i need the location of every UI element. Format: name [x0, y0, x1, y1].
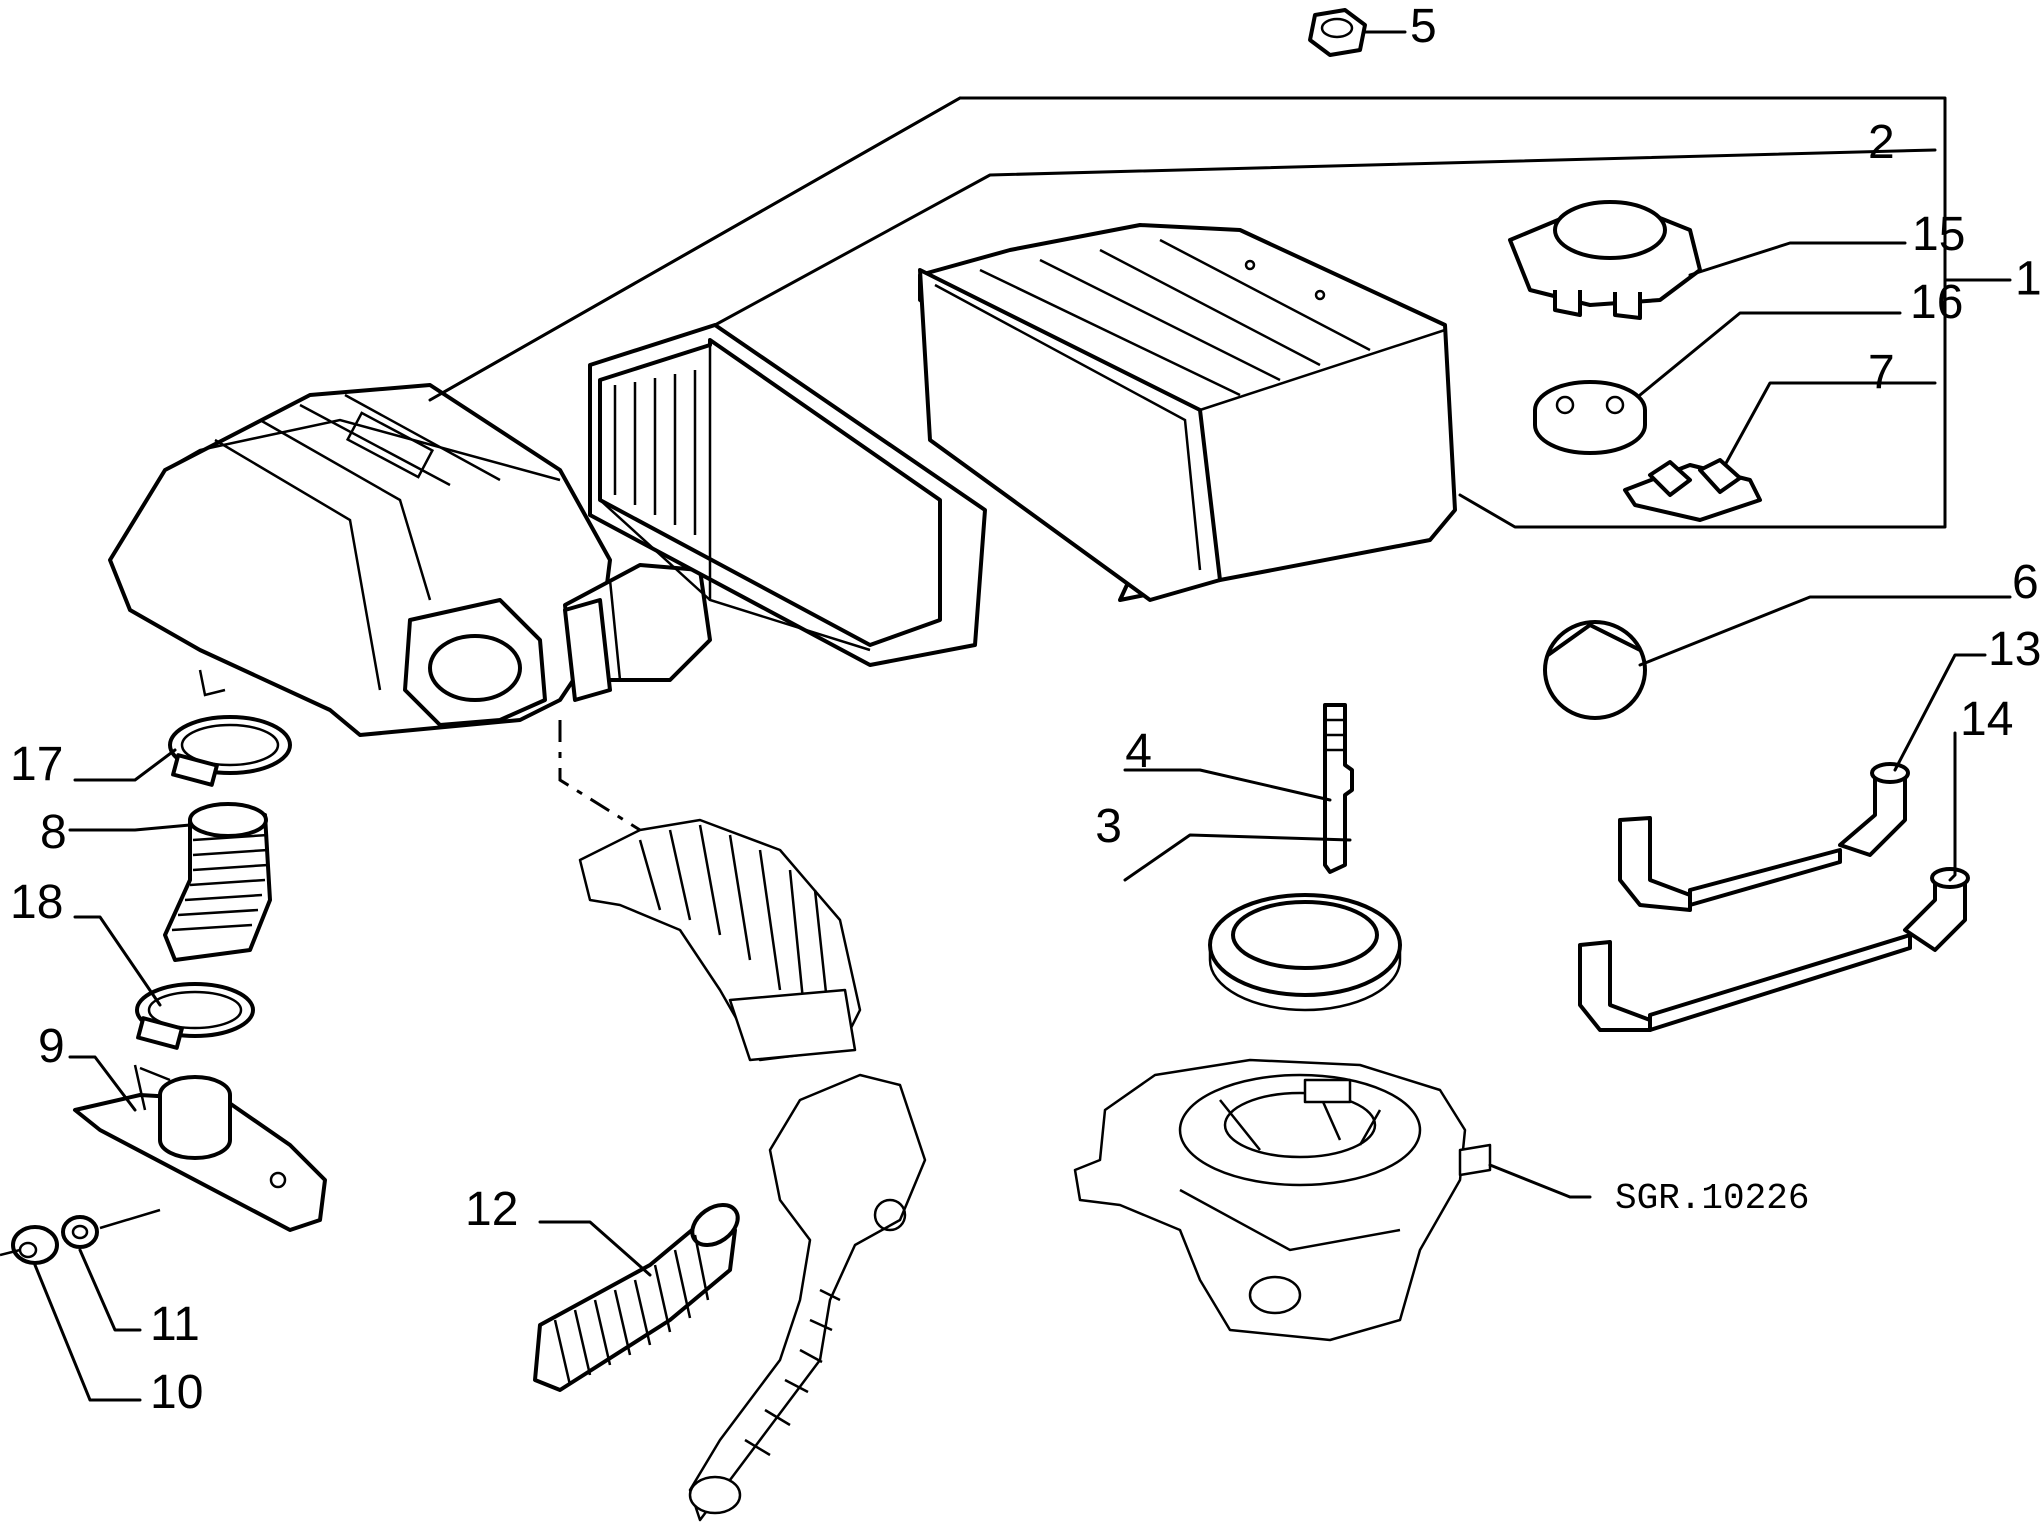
nut [1308, 8, 1367, 57]
assembly-path-line [558, 720, 641, 832]
retaining-clip [1623, 458, 1762, 522]
callout-11: 11 [150, 1298, 200, 1351]
leader-4 [1123, 768, 1332, 802]
leader-9 [68, 1055, 137, 1112]
leader-3 [1123, 833, 1352, 882]
callout-8: 8 [40, 806, 67, 859]
leader-7 [1723, 381, 1937, 467]
nut-10 [11, 1225, 59, 1265]
callout-15: 15 [1912, 208, 1965, 261]
plug-cap [1543, 620, 1647, 720]
lower-duct-ghost [688, 1073, 927, 1522]
leader-15 [1688, 241, 1907, 277]
callout-5: 5 [1410, 0, 1437, 53]
gasket-ring [1208, 893, 1402, 1012]
valve-seal [1533, 380, 1647, 455]
callout-2: 2 [1868, 116, 1895, 169]
leader-17 [73, 748, 177, 782]
leader-2 [713, 148, 1937, 327]
callout-14: 14 [1960, 693, 2013, 746]
leader-6 [1638, 595, 2012, 667]
callout-16: 16 [1910, 276, 1963, 329]
throttle-body-ghost [1073, 1058, 1492, 1342]
callout-7: 7 [1868, 346, 1895, 399]
fixing-axis-line-left [0, 1248, 21, 1257]
leader-14 [1948, 731, 1957, 882]
filter-element [588, 323, 987, 667]
callout-9: 9 [38, 1020, 65, 1073]
intake-duct-ghost [578, 818, 862, 1062]
hose-clamp-18 [135, 982, 255, 1050]
filter-housing-body [918, 223, 1457, 602]
callout-18: 18 [10, 876, 63, 929]
thermo-valve [1508, 200, 1702, 320]
leader-12 [538, 1220, 652, 1277]
callout-17: 17 [10, 738, 63, 791]
leader-16 [1638, 311, 1902, 397]
callout-3: 3 [1095, 800, 1122, 853]
callout-12: 12 [465, 1183, 518, 1236]
callout-6: 6 [2012, 556, 2039, 609]
air-filter-lid [108, 383, 712, 737]
reference-code: SGR.10226 [1615, 1178, 1809, 1219]
leader-1-lid [428, 96, 962, 402]
callout-10: 10 [150, 1366, 203, 1419]
fixing-axis-line [99, 1208, 161, 1230]
corrugated-hose-12 [533, 1203, 740, 1392]
callout-1: 1 [2015, 253, 2040, 306]
washer-11 [61, 1215, 99, 1249]
stud-bolt [1323, 703, 1354, 874]
callout-13: 13 [1988, 623, 2040, 676]
hose-clamp-17 [168, 715, 292, 787]
vacuum-hose-14 [1578, 867, 1970, 1032]
leader-10 [33, 1263, 142, 1402]
mounting-plate-9 [73, 1064, 327, 1232]
leader-lines [33, 30, 2012, 1402]
leader-13 [1893, 653, 1987, 772]
corrugated-sleeve-8 [163, 802, 272, 962]
leader-18 [73, 915, 162, 1007]
leader-ref-code [1488, 1163, 1592, 1199]
vacuum-hose-13 [1618, 762, 1910, 912]
callout-labels: 1 2 3 4 5 6 7 8 9 10 11 12 13 14 15 16 1… [10, 0, 2040, 1419]
leader-11 [78, 1248, 142, 1332]
leader-8 [68, 823, 192, 832]
callout-4: 4 [1125, 725, 1152, 778]
